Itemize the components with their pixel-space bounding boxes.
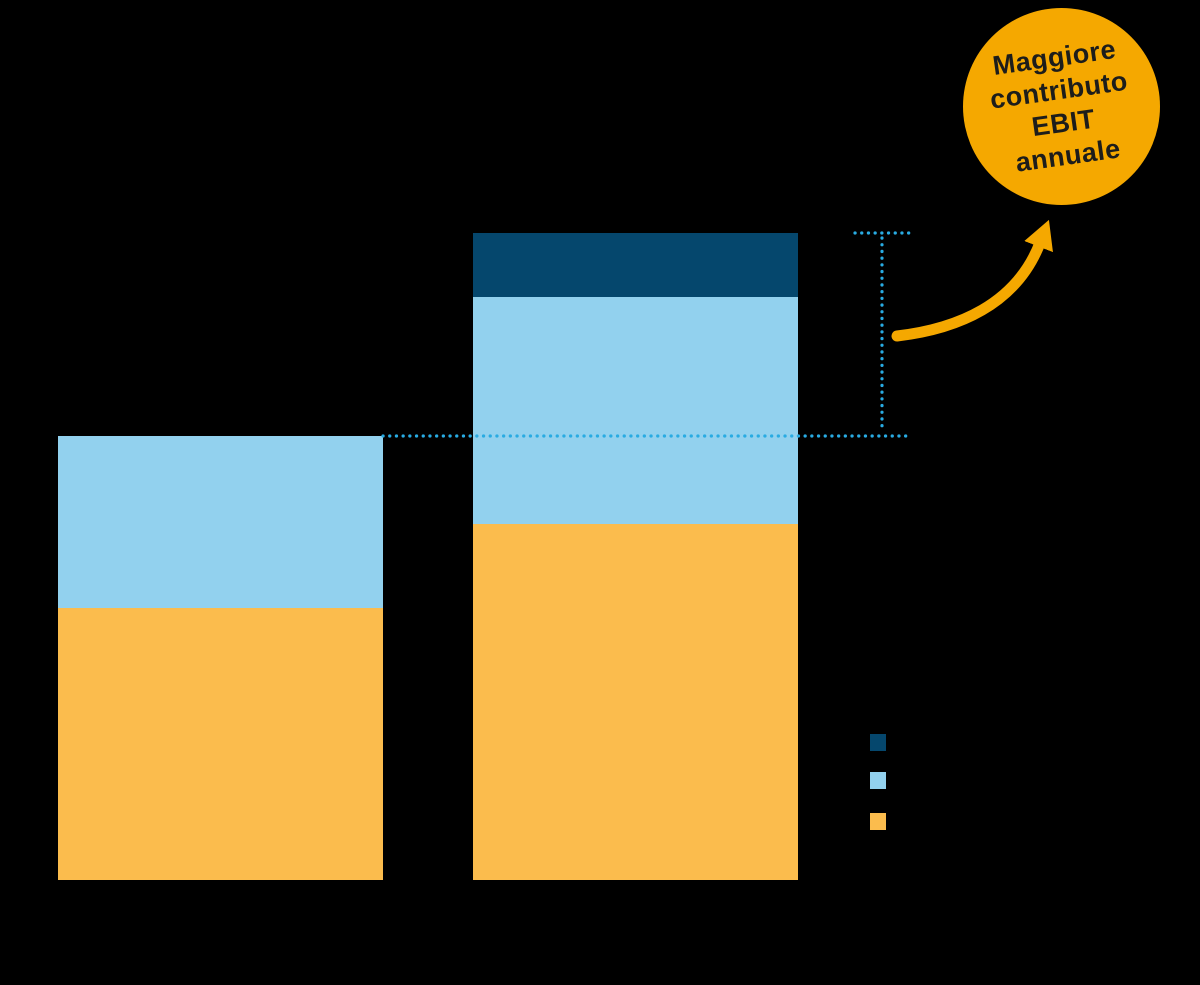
legend-swatch-dark-blue	[870, 734, 886, 751]
annotation-bubble: Maggiore contributo EBIT annuale	[963, 8, 1160, 205]
bar-segment-orange	[58, 608, 383, 880]
stacked-bar-left	[58, 436, 383, 880]
bar-segment-dark-blue	[473, 233, 798, 297]
bar-segment-light-blue	[473, 297, 798, 524]
curved-arrow	[891, 219, 1053, 342]
bar-segment-orange	[473, 524, 798, 880]
annotation-bubble-text: Maggiore contributo EBIT annuale	[984, 32, 1140, 182]
stacked-bar-right	[473, 233, 798, 880]
bar-segment-light-blue	[58, 436, 383, 608]
legend-swatch-orange	[870, 813, 886, 830]
legend-swatch-light-blue	[870, 772, 886, 789]
